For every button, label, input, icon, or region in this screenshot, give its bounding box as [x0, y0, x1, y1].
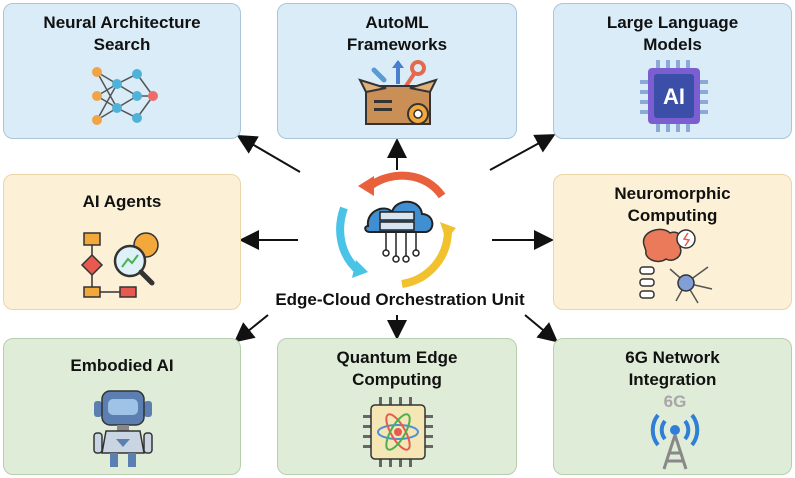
box-6g-network-integration: 6G Network Integration 6G: [553, 338, 792, 475]
arrow-to-embodied: [233, 314, 269, 343]
6g-badge: 6G: [664, 392, 687, 411]
box-embodied-ai: Embodied AI: [3, 338, 241, 475]
arrow-to-llm: [489, 134, 556, 171]
brain-neuron-icon: [639, 228, 713, 304]
neuro-title: Neuromorphic Computing: [614, 184, 731, 225]
arrow-to-nas: [236, 134, 301, 173]
agents-title: AI Agents: [82, 192, 162, 211]
neural-network-icon: [92, 67, 158, 125]
box-quantum-edge-computing: Quantum Edge Computing: [277, 338, 517, 475]
llm-title: Large Language Models: [606, 13, 739, 54]
box-ai-agents: AI Agents: [3, 174, 241, 310]
robot-icon: [93, 390, 153, 467]
embodied-title: Embodied AI: [70, 356, 174, 375]
ai-chip-icon: AI: [640, 60, 708, 132]
arrow-to-6g: [524, 314, 559, 343]
6g-antenna-icon: 6G: [650, 392, 700, 470]
edge-cloud-hub-icon: [336, 171, 456, 288]
quantum-chip-icon: [363, 397, 433, 467]
chip-label: AI: [663, 84, 685, 109]
box-automl-frameworks: AutoML Frameworks: [277, 3, 517, 139]
toolbox-icon: [358, 60, 438, 125]
sixg-title: 6G Network Integration: [625, 348, 720, 389]
nas-title: Neural Architecture Search: [43, 13, 201, 54]
box-neuromorphic-computing: Neuromorphic Computing: [553, 174, 792, 310]
hub-label: Edge-Cloud Orchestration Unit: [275, 290, 525, 309]
quantum-title: Quantum Edge Computing: [336, 348, 458, 389]
agent-flowchart-icon: [80, 232, 159, 298]
box-neural-architecture-search: Neural Architecture Search: [3, 3, 241, 139]
automl-title: AutoML Frameworks: [346, 13, 448, 54]
box-large-language-models: Large Language Models AI: [553, 3, 792, 139]
